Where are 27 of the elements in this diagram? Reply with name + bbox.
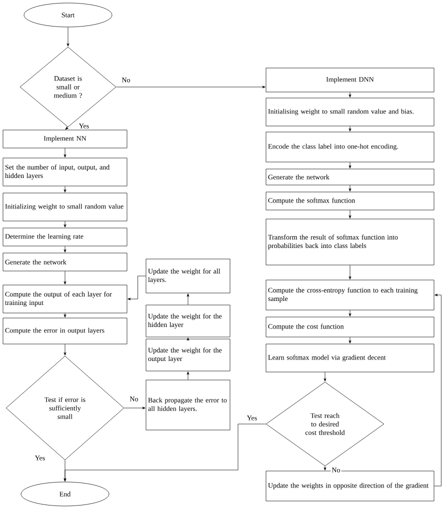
- arrow: [64, 424, 266, 482]
- arrow: [348, 265, 352, 280]
- arrow: [348, 126, 352, 132]
- arrow: [65, 126, 68, 130]
- arrow: [64, 313, 66, 318]
- arrow: [64, 271, 66, 284]
- arrow: [64, 148, 66, 158]
- arrow: [434, 294, 442, 486]
- arrow: [66, 27, 70, 46]
- arrow: [186, 338, 190, 341]
- arrow: [64, 344, 66, 356]
- arrow: [324, 466, 326, 470]
- arrow: [124, 406, 146, 410]
- arrow: [348, 337, 352, 344]
- arrow: [348, 185, 352, 192]
- arrow: [64, 246, 66, 252]
- arrow: [116, 86, 266, 88]
- arrow: [348, 210, 352, 218]
- arrow: [348, 162, 352, 168]
- arrow: [348, 92, 352, 98]
- arrow: [348, 310, 352, 316]
- arrow: [324, 372, 326, 382]
- arrow: [64, 186, 66, 192]
- arrow: [64, 221, 66, 228]
- arrow: [128, 276, 146, 300]
- arrow: [186, 294, 190, 305]
- arrow: [186, 372, 190, 380]
